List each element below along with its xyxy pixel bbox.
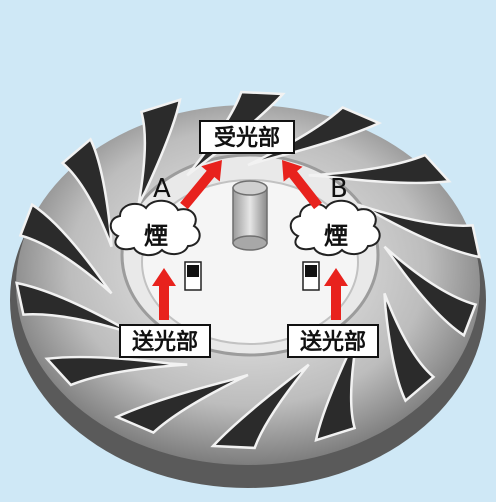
- labyrinth-vane: [60, 137, 113, 248]
- receiver-label: 受光部: [199, 120, 295, 154]
- center-post-top: [232, 180, 268, 196]
- smoke-label-left: 煙: [144, 222, 168, 250]
- smoke-cloud-left: [109, 199, 201, 256]
- arrow-a-to-receiver: [180, 160, 222, 210]
- arrow-emitter-left-up: [152, 268, 176, 320]
- smoke-cloud-right: [289, 199, 381, 256]
- labyrinth-vane: [383, 292, 436, 403]
- labyrinth-vane: [356, 203, 482, 259]
- labyrinth-vane: [137, 97, 182, 206]
- path-b-label: B: [330, 174, 348, 204]
- center-post-bottom: [232, 235, 268, 251]
- arrow-emitter-right-up: [324, 268, 348, 320]
- path-a-label: A: [153, 174, 171, 204]
- labyrinth-vane: [44, 355, 188, 387]
- labyrinth-vane: [308, 153, 452, 185]
- smoke-label-right: 煙: [324, 222, 348, 250]
- emitter-right-label: 送光部: [287, 324, 379, 358]
- light-path-arrows: [152, 160, 348, 320]
- labyrinth-vane: [15, 281, 140, 337]
- labyrinth-vane: [210, 363, 310, 450]
- labyrinth-vane: [383, 245, 478, 338]
- left-slot-window: [187, 265, 199, 277]
- arrow-b-to-receiver: [282, 160, 322, 210]
- center-post: [232, 187, 268, 244]
- labyrinth-vane: [113, 373, 249, 434]
- right-slot-window: [305, 265, 317, 277]
- labyrinth-vane: [314, 334, 359, 443]
- emitter-left-label: 送光部: [119, 324, 211, 358]
- labyrinth-vane: [18, 202, 113, 295]
